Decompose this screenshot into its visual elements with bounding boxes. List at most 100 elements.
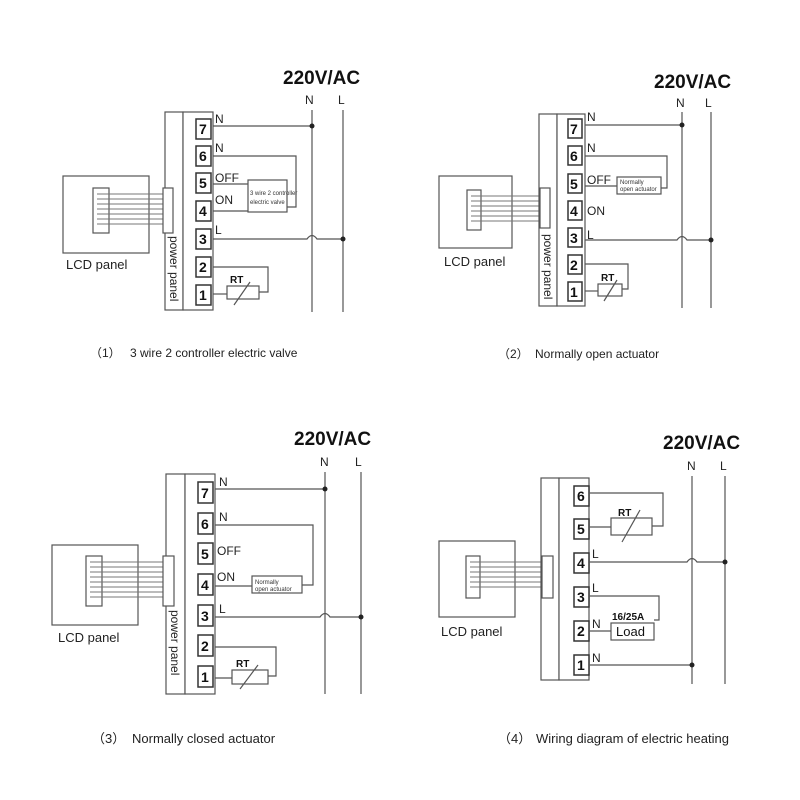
load-box-4 <box>610 622 655 641</box>
wire-label-l3-4: L <box>592 581 599 595</box>
diagram-2: 220V/AC N L LCD panel power panel 7 6 5 … <box>438 72 731 361</box>
wire-6-2 <box>585 155 668 189</box>
on-label-1: ON <box>215 193 233 207</box>
svg-text:3: 3 <box>201 608 209 624</box>
svg-text:4: 4 <box>570 203 578 219</box>
svg-text:6: 6 <box>199 148 207 164</box>
wire-2-1 <box>213 266 269 293</box>
svg-text:2: 2 <box>577 623 585 639</box>
power-connector-2 <box>539 187 551 229</box>
wire-label-n7-1: N <box>215 112 224 126</box>
on-label-2: ON <box>587 204 605 218</box>
ribbon-cable-1 <box>97 193 164 225</box>
wire-label-n2-4: N <box>592 617 601 631</box>
lcd-panel-label-3: LCD panel <box>58 630 120 645</box>
wire-4-4 <box>589 557 725 563</box>
lcd-panel-label-1: LCD panel <box>66 257 128 272</box>
ribbon-cable-3 <box>90 561 168 598</box>
valve-text-1b: electric valve <box>250 200 285 206</box>
rt-label-4: RT <box>618 508 631 519</box>
actuator-box-2 <box>616 176 662 195</box>
ribbon-cable-4 <box>470 561 543 588</box>
power-panel-label-3: power panel <box>168 610 182 675</box>
svg-text:6: 6 <box>201 516 209 532</box>
caption-1: 3 wire 2 controller electric valve <box>130 346 298 360</box>
svg-text:7: 7 <box>570 121 578 137</box>
svg-text:3: 3 <box>570 230 578 246</box>
valve-text-1a: 3 wire 2 controller <box>250 191 297 197</box>
wire-label-n7-3: N <box>219 475 228 489</box>
l-label-2: L <box>705 96 712 110</box>
svg-text:7: 7 <box>201 485 209 501</box>
svg-text:4: 4 <box>201 577 209 593</box>
lcd-connector-2 <box>466 189 482 231</box>
off-label-3: OFF <box>217 544 241 558</box>
off-label-2: OFF <box>587 173 611 187</box>
wire-label-n6-2: N <box>587 141 596 155</box>
wire-label-l3-1: L <box>215 223 222 237</box>
terminals-4: 6 5 4 3 2 1 <box>573 485 590 676</box>
caption-num-3: （3） <box>92 731 125 746</box>
svg-text:6: 6 <box>577 488 585 504</box>
wire-3-4 <box>589 595 660 621</box>
svg-text:1: 1 <box>199 287 207 303</box>
wire-3-3 <box>215 612 361 618</box>
svg-text:2: 2 <box>199 259 207 275</box>
amp-label-4: 16/25A <box>612 612 644 623</box>
terminals-2: 7 6 5 4 3 2 1 <box>567 118 583 302</box>
caption-num-1: （1） <box>90 346 121 360</box>
rt-label-2: RT <box>601 273 614 284</box>
wire-label-n1-4: N <box>592 651 601 665</box>
terminals-1: 7 6 5 4 3 2 1 <box>195 118 212 306</box>
svg-text:4: 4 <box>577 555 585 571</box>
diagram-4: 220V/AC N L LCD panel 6 5 4 3 2 1 <box>438 433 740 746</box>
svg-text:2: 2 <box>570 257 578 273</box>
svg-text:5: 5 <box>570 176 578 192</box>
caption-num-4: （4） <box>498 731 531 746</box>
load-label-4: Load <box>616 624 645 639</box>
actuator-text-2a: Normally <box>620 180 644 186</box>
svg-text:3: 3 <box>577 589 585 605</box>
power-connector-4 <box>541 555 554 599</box>
wire-3-2 <box>585 235 711 241</box>
lcd-connector-3 <box>85 555 103 607</box>
wire-label-l4-4: L <box>592 547 599 561</box>
power-connector-1 <box>162 187 174 234</box>
on-label-3: ON <box>217 570 235 584</box>
lcd-panel-label-4: LCD panel <box>441 624 503 639</box>
lcd-panel-label-2: LCD panel <box>444 254 506 269</box>
wire-label-n6-1: N <box>215 141 224 155</box>
supply-label-1: 220V/AC <box>283 68 360 89</box>
wire-label-n7-2: N <box>587 110 596 124</box>
n-label-1: N <box>305 93 314 107</box>
off-label-1: OFF <box>215 171 239 185</box>
n-label-4: N <box>687 459 696 473</box>
actuator-text-3b: open actuator <box>255 587 292 593</box>
svg-text:5: 5 <box>201 546 209 562</box>
l-label-3: L <box>355 455 362 469</box>
caption-2: Normally open actuator <box>535 347 659 361</box>
l-label-1: L <box>338 93 345 107</box>
svg-text:1: 1 <box>201 669 209 685</box>
wire-6-3 <box>215 524 314 586</box>
power-panel-label-1: power panel <box>167 236 181 301</box>
terminal-strip-4 <box>558 477 590 681</box>
power-panel-label-2: power panel <box>541 234 555 299</box>
l-label-4: L <box>720 459 727 473</box>
terminals-3: 7 6 5 4 3 2 1 <box>197 481 214 688</box>
valve-box-1 <box>247 179 288 213</box>
supply-label-4: 220V/AC <box>663 433 740 454</box>
ribbon-cable-2 <box>471 195 540 222</box>
svg-text:4: 4 <box>199 203 207 219</box>
caption-3: Normally closed actuator <box>132 731 276 746</box>
wire-3-1 <box>213 234 343 240</box>
svg-text:2: 2 <box>201 638 209 654</box>
caption-num-2: （2） <box>498 347 529 361</box>
caption-4: Wiring diagram of electric heating <box>536 731 729 746</box>
wire-6-4 <box>589 492 664 527</box>
svg-text:1: 1 <box>570 284 578 300</box>
wire-2-2 <box>585 263 629 290</box>
rt-label-1: RT <box>230 275 243 286</box>
actuator-text-2b: open actuator <box>620 187 657 193</box>
